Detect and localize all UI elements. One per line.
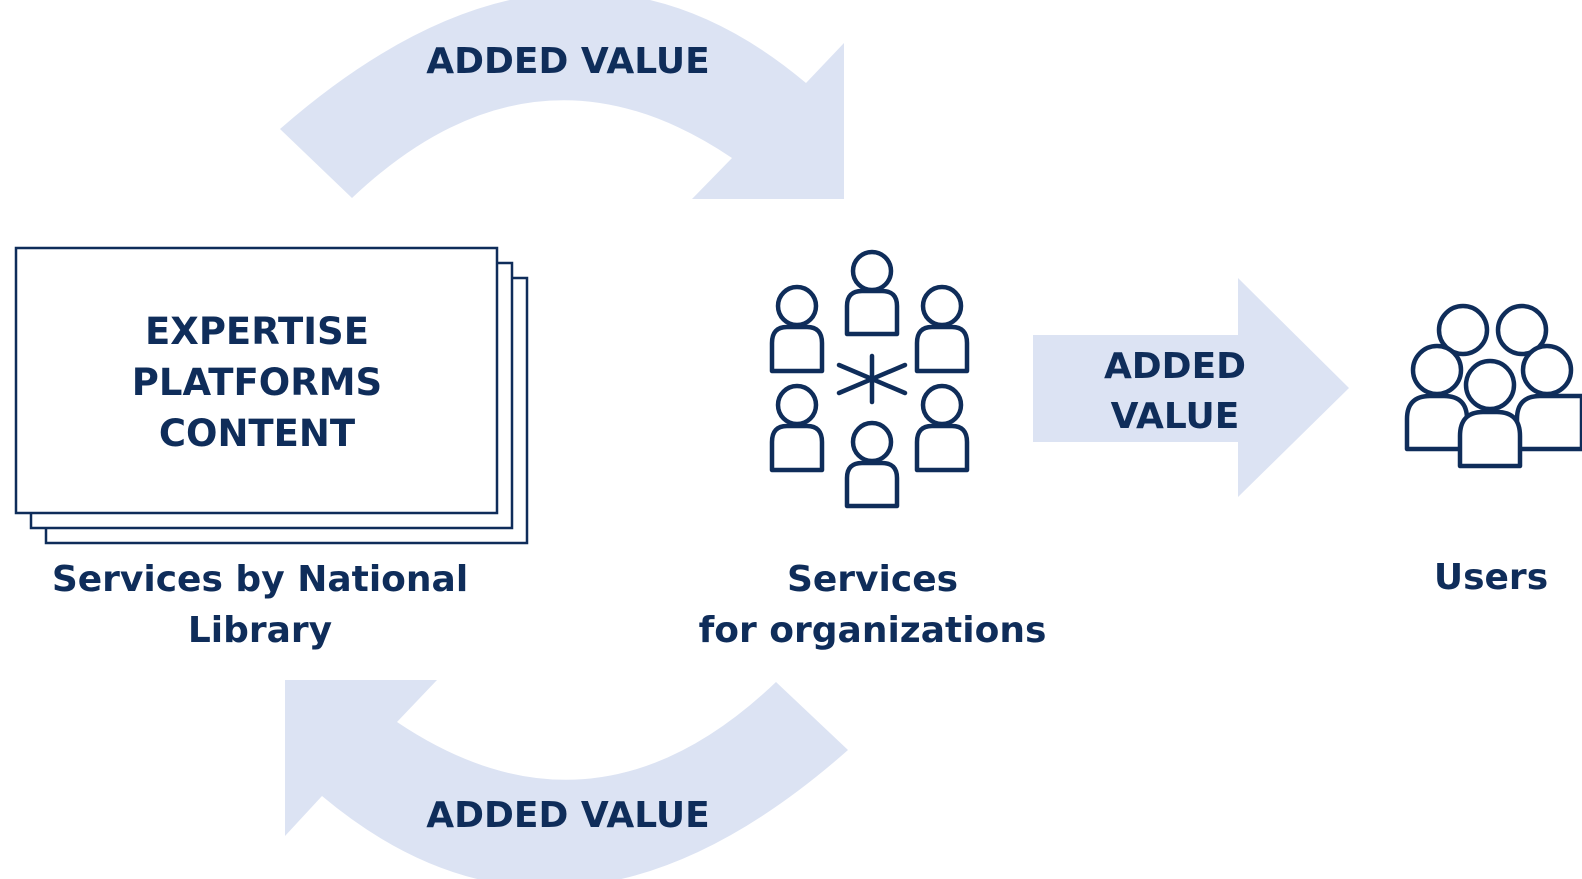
stack-line-content: CONTENT [158, 412, 356, 455]
asterisk-icon [836, 353, 908, 405]
organization-services-label: Services for organizations [660, 554, 1085, 656]
stack-line-expertise: EXPERTISE [145, 310, 369, 353]
organization-label-line1: Services [786, 559, 959, 600]
right-arrow-label-line1: ADDED [1103, 346, 1247, 387]
users-label: Users [1433, 557, 1549, 598]
right-straight-arrow [1033, 278, 1349, 497]
right-arrow-label: ADDED VALUE [1040, 342, 1310, 442]
stack-line-platforms: PLATFORMS [131, 361, 383, 404]
organization-label-line2: for organizations [698, 610, 1047, 651]
national-library-label-line2: Library [187, 610, 333, 651]
bottom-arrow-label: ADDED VALUE [426, 795, 710, 836]
top-arrow-label: ADDED VALUE [426, 41, 710, 82]
stack-content-text: EXPERTISE PLATFORMS CONTENT [18, 306, 496, 459]
national-library-services-label: Services by National Library [10, 554, 510, 656]
national-library-label-line1: Services by National [51, 559, 469, 600]
bottom-curved-arrow [285, 680, 848, 879]
right-arrow-label-line2: VALUE [1110, 396, 1240, 437]
top-curved-arrow [280, 0, 844, 199]
